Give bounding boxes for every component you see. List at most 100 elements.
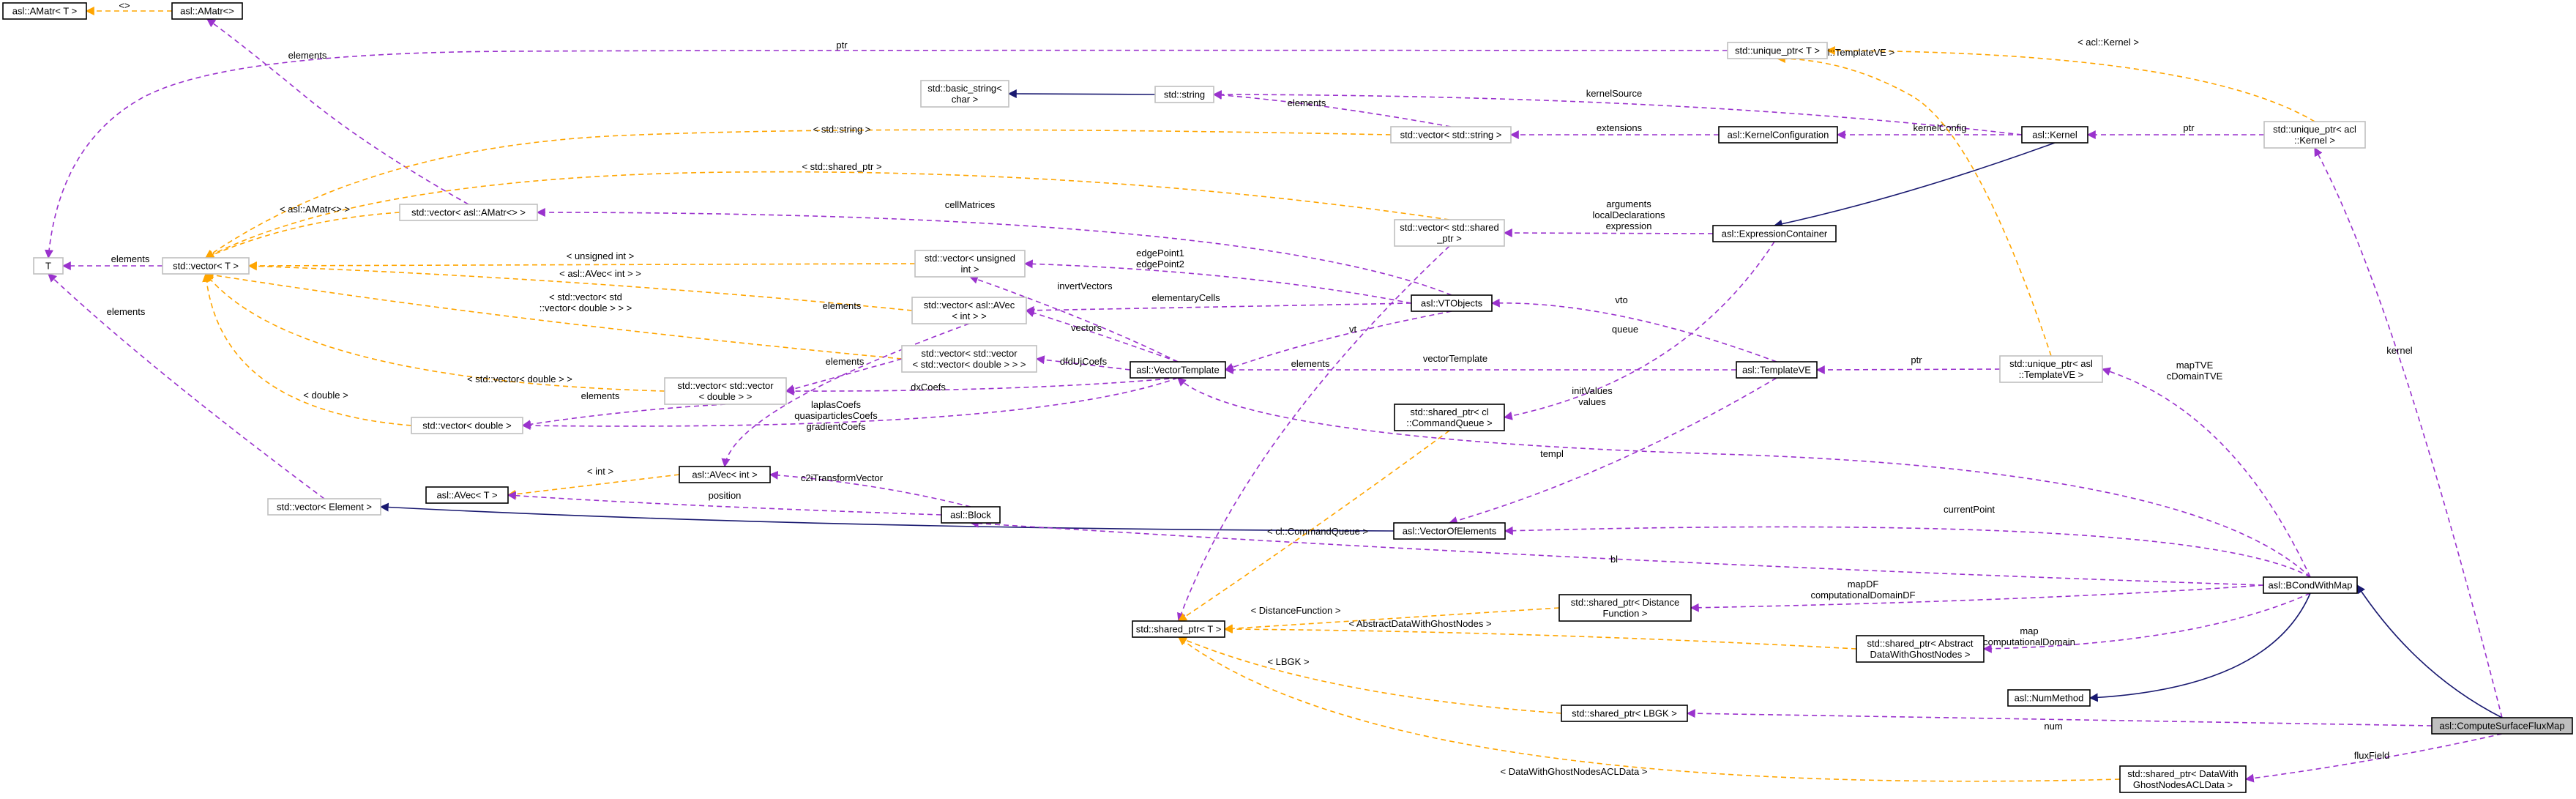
edge-line xyxy=(2356,584,2503,718)
node-vector-string[interactable]: std::vector< std::string > xyxy=(1390,126,1512,144)
edge-shared-ptr-template: < std::shared_ptr > xyxy=(204,161,1450,259)
node-bcond-with-map[interactable]: asl::BCondWithMap xyxy=(2263,576,2358,594)
node-vector-amatr[interactable]: std::vector< asl::AMatr<> > xyxy=(399,204,538,221)
node-expression-container[interactable]: asl::ExpressionContainer xyxy=(1712,225,1837,242)
node-label: asl::AVec< T > xyxy=(436,490,497,501)
edge-abstract-template: < AbstractDataWithGhostNodes > xyxy=(1223,618,1857,650)
node-label: asl::Block xyxy=(950,510,991,521)
edge-label: < DistanceFunction > xyxy=(1251,605,1341,616)
node-box xyxy=(171,2,243,20)
edge-line xyxy=(1686,709,2433,726)
node-label: asl::KernelConfiguration xyxy=(1728,130,1829,141)
node-compute-surface-flux-map[interactable]: asl::ComputeSurfaceFluxMap xyxy=(2431,717,2573,735)
node-label: std::vector< std::shared_ptr > xyxy=(1400,222,1498,244)
node-unique-kernel[interactable]: std::unique_ptr< acl::Kernel > xyxy=(2263,121,2366,149)
node-label: std::shared_ptr< T > xyxy=(1136,624,1222,635)
node-shared-lbgk[interactable]: std::shared_ptr< LBGK > xyxy=(1561,705,1688,722)
node-amatr-t[interactable]: asl::AMatr< T > xyxy=(2,2,87,20)
edge-line xyxy=(785,358,903,393)
edge-line xyxy=(769,470,971,508)
edge-line xyxy=(204,270,903,360)
edge-line xyxy=(1690,584,2264,612)
edge-line xyxy=(507,474,680,499)
edge-line xyxy=(2101,367,2311,578)
node-vector-avec-int[interactable]: std::vector< asl::AVec< int > > xyxy=(911,297,1027,324)
node-unique-templateve[interactable]: std::unique_ptr< asl::TemplateVE > xyxy=(1999,355,2103,383)
node-box xyxy=(914,250,1026,278)
node-label: std::unique_ptr< asl::TemplateVE > xyxy=(2009,358,2093,380)
node-t[interactable]: T xyxy=(33,257,64,275)
node-label: std::unique_ptr< T > xyxy=(1735,45,1820,56)
edge-label: elements xyxy=(826,356,865,367)
edge-position: position xyxy=(507,490,942,516)
node-vector-element[interactable]: std::vector< Element > xyxy=(267,498,381,516)
node-label: std::shared_ptr< LBGK > xyxy=(1572,708,1677,719)
node-shared-cmdqueue[interactable]: std::shared_ptr< cl::CommandQueue > xyxy=(1394,404,1505,431)
node-shared-t[interactable]: std::shared_ptr< T > xyxy=(1132,620,1225,638)
edge-label: templ xyxy=(1540,448,1564,459)
node-box xyxy=(2,2,87,20)
node-avec-t[interactable]: asl::AVec< T > xyxy=(425,486,509,504)
node-box xyxy=(1154,86,1214,103)
node-vector-t[interactable]: std::vector< T > xyxy=(162,257,250,275)
edge-label: < acl::Kernel > xyxy=(2077,37,2139,48)
edge-line xyxy=(2314,146,2503,718)
edge-avec-int-template: < asl::AVec< int > > xyxy=(247,261,913,311)
edge-inherit-60 xyxy=(2088,592,2311,702)
node-vector-double[interactable]: std::vector< double > xyxy=(411,417,523,434)
edge-line xyxy=(1025,308,1179,363)
node-vector-of-elements[interactable]: asl::VectorOfElements xyxy=(1393,522,1506,540)
node-string[interactable]: std::string xyxy=(1154,86,1214,103)
node-amatr-empty[interactable]: asl::AMatr<> xyxy=(171,2,243,20)
node-unique-t[interactable]: std::unique_ptr< T > xyxy=(1727,42,1828,59)
node-avec-int[interactable]: asl::AVec< int > xyxy=(679,466,771,483)
edge-label: < unsigned int > xyxy=(567,250,635,261)
node-label: std::vector< asl::AMatr<> > xyxy=(411,207,526,218)
node-box xyxy=(664,377,787,405)
node-vector-template[interactable]: asl::VectorTemplate xyxy=(1130,361,1226,379)
node-vector-vector-double[interactable]: std::vector< std::vector< double > > xyxy=(664,377,787,405)
edge-label: elements xyxy=(823,300,862,311)
node-num-method[interactable]: asl::NumMethod xyxy=(2007,689,2091,707)
edge-label: elements xyxy=(107,306,146,317)
edge-label: dfdUjCoefs xyxy=(1060,356,1108,367)
node-basic-string[interactable]: std::basic_string<char > xyxy=(920,80,1009,108)
node-box xyxy=(901,345,1037,373)
node-block[interactable]: asl::Block xyxy=(941,506,1001,524)
edge-t-elements-from-element: elements xyxy=(48,273,325,499)
edge-line xyxy=(1025,302,1412,315)
edge-line xyxy=(1490,298,1777,363)
edge-inherit-42 xyxy=(1773,142,2056,228)
edge-label: vectorTemplate xyxy=(1423,353,1487,364)
node-vtobjects[interactable]: asl::VTObjects xyxy=(1411,294,1493,312)
edge-line xyxy=(1177,377,2311,578)
node-template-ve[interactable]: asl::TemplateVE xyxy=(1736,361,1818,379)
edge-line xyxy=(1035,355,1131,371)
edge-line xyxy=(2244,733,2503,783)
node-label: asl::AVec< int > xyxy=(692,469,757,480)
node-vector-vector-double-nested[interactable]: std::vector< std::vector< std::vector< d… xyxy=(901,345,1037,373)
node-kernel[interactable]: asl::Kernel xyxy=(2021,126,2088,144)
node-kernel-configuration[interactable]: asl::KernelConfiguration xyxy=(1718,126,1838,144)
edge-label: position xyxy=(709,490,742,501)
node-box xyxy=(1394,404,1505,431)
edge-line xyxy=(1503,241,1775,420)
node-vector-shared[interactable]: std::vector< std::shared_ptr > xyxy=(1394,219,1505,247)
edge-label: <> xyxy=(119,0,130,11)
edge-line xyxy=(1223,607,1560,633)
node-label: T xyxy=(45,261,51,272)
edge-label: < LBGK > xyxy=(1267,656,1309,667)
edge-label: vectors xyxy=(1071,322,1102,333)
edge-label: cellMatrices xyxy=(945,199,996,210)
